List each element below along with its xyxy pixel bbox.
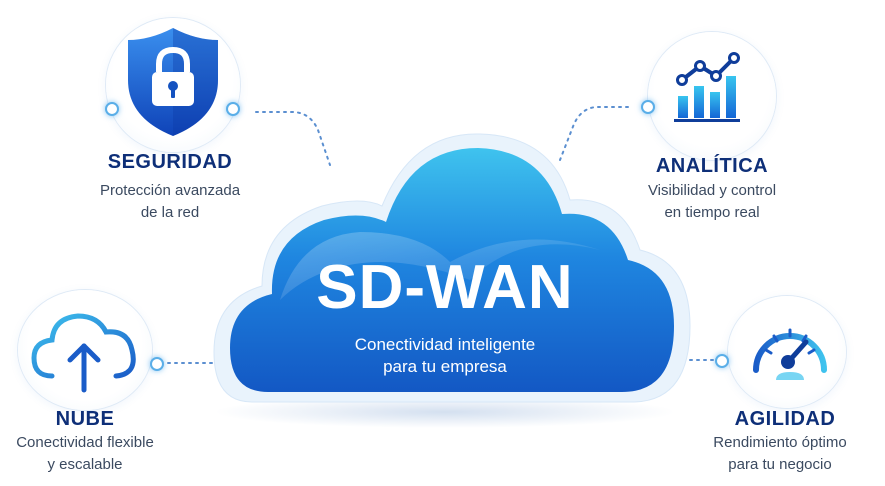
cloud-description: Conectividad flexible y escalable	[0, 432, 170, 476]
cloud-sheen	[280, 232, 600, 300]
agility-icon-ring	[728, 296, 846, 408]
agility-node	[715, 354, 729, 368]
security-desc-line2: de la red	[140, 204, 200, 221]
analytics-desc-line1: Visibilidad y control	[647, 182, 777, 199]
shield-lock-icon	[128, 28, 218, 136]
cloud-title: NUBE	[55, 408, 115, 430]
agility-title: AGILIDAD	[734, 408, 836, 430]
center-subtitle: Conectividad inteligente para tu empresa	[240, 334, 650, 378]
bar-chart-icon	[674, 52, 740, 122]
center-subtitle-line2: para tu empresa	[383, 357, 507, 376]
security-title: SEGURIDAD	[107, 151, 233, 173]
cloud-upload-icon	[31, 313, 136, 393]
connector-security	[255, 111, 331, 166]
speedometer-icon	[753, 328, 827, 380]
cloud-node	[150, 357, 164, 371]
security-description: Protección avanzada de la red	[60, 180, 280, 224]
analytics-node	[641, 100, 655, 114]
center-title: SD-WAN	[316, 253, 574, 322]
analytics-desc-line2: en tiempo real	[664, 204, 760, 221]
cloud-desc-line1: Conectividad flexible	[16, 434, 154, 451]
agility-desc-line1: Rendimiento óptimo	[713, 434, 847, 451]
agility-description: Rendimiento óptimo para tu negocio	[680, 432, 880, 476]
cloud-shadow	[215, 396, 675, 428]
cloud-desc-line2: y escalable	[47, 456, 123, 473]
security-node-right	[226, 102, 240, 116]
analytics-description: Visibilidad y control en tiempo real	[602, 180, 822, 224]
connector-analytics	[559, 106, 629, 161]
center-subtitle-line1: Conectividad inteligente	[354, 335, 536, 354]
security-node-left	[105, 102, 119, 116]
security-desc-line1: Protección avanzada	[99, 182, 241, 199]
agility-desc-line2: para tu negocio	[728, 456, 832, 473]
analytics-title: ANALÍTICA	[655, 155, 769, 177]
